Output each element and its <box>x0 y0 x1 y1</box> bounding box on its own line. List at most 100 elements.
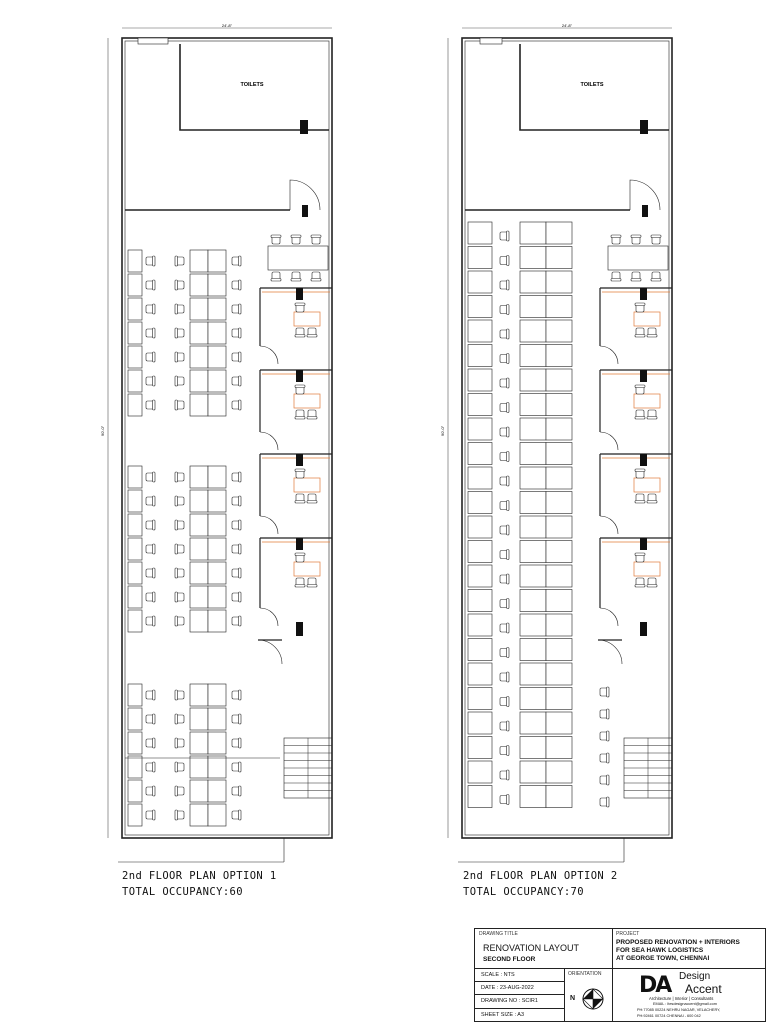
chair <box>145 689 156 701</box>
desk <box>467 662 493 686</box>
desk <box>467 515 493 539</box>
desk <box>519 711 547 735</box>
desk <box>519 540 547 563</box>
chair <box>634 552 646 563</box>
desk <box>127 513 143 537</box>
desk <box>127 561 143 585</box>
chair <box>294 552 306 563</box>
desk <box>207 561 227 585</box>
chair <box>294 327 306 338</box>
chair <box>174 785 185 797</box>
chair <box>290 234 302 245</box>
chair <box>294 468 306 479</box>
chair <box>499 598 510 609</box>
desk <box>467 393 493 416</box>
chair <box>290 271 302 282</box>
firm-tagline: Architecture | Interior | Consultants <box>649 996 714 1001</box>
chair <box>650 271 662 282</box>
chair <box>499 696 510 707</box>
chair <box>231 737 242 749</box>
desk <box>519 319 547 343</box>
chair <box>231 761 242 773</box>
chair <box>499 769 510 781</box>
drawing-subtitle: SECOND FLOOR <box>483 956 536 963</box>
chair <box>499 304 510 315</box>
plan-side-dimension: 90'-0" <box>100 425 105 436</box>
chair <box>646 409 658 420</box>
desk <box>207 273 227 297</box>
chair <box>174 327 185 339</box>
chair <box>306 409 318 420</box>
chair <box>499 279 510 291</box>
desk <box>189 731 209 755</box>
desk <box>189 537 209 561</box>
chair <box>306 493 318 504</box>
firm-name-line-1: Design <box>679 971 711 982</box>
desk <box>467 344 493 367</box>
desk <box>207 609 227 633</box>
desk <box>127 609 143 633</box>
desk <box>127 537 143 561</box>
desk <box>127 731 143 755</box>
desk <box>545 246 573 269</box>
chair <box>499 794 510 805</box>
desk <box>189 779 209 803</box>
desk <box>127 585 143 609</box>
chair <box>634 327 646 338</box>
toilets-label: TOILETS <box>580 82 603 88</box>
desk <box>127 345 143 369</box>
drawing-title: RENOVATION LAYOUT <box>483 943 580 953</box>
desk <box>519 589 547 612</box>
chair <box>599 796 610 808</box>
chair <box>145 471 156 483</box>
chair <box>634 577 646 588</box>
plan-side-dimension: 90'-0" <box>440 425 445 436</box>
workstation-desks <box>127 249 227 827</box>
desk <box>127 321 143 345</box>
chair <box>174 713 185 725</box>
chair <box>499 573 510 585</box>
desk <box>207 755 227 779</box>
chair <box>174 809 185 821</box>
chair <box>174 591 185 603</box>
chair <box>646 327 658 338</box>
chair <box>145 737 156 749</box>
chair <box>306 577 318 588</box>
scale-field: SCALE : NTS <box>475 969 564 982</box>
desk <box>189 321 209 345</box>
chair <box>599 752 610 764</box>
desk <box>189 585 209 609</box>
chair <box>294 384 306 395</box>
chair <box>499 671 510 683</box>
firm-name-line-2: Accent <box>685 982 722 996</box>
conference-table <box>267 245 329 271</box>
plan-top-dimension: 24'-8" <box>222 23 233 28</box>
project-line-2: FOR SEA HAWK LOGISTICS <box>616 947 704 954</box>
orientation-label: ORIENTATION <box>568 971 602 977</box>
chair <box>145 615 156 627</box>
desk <box>519 515 547 539</box>
chair <box>499 500 510 511</box>
desk <box>545 687 573 710</box>
chair <box>634 409 646 420</box>
desk <box>519 687 547 710</box>
chair <box>294 409 306 420</box>
firm-cell: DA Design Accent Architecture | Interior… <box>613 969 765 1022</box>
chair <box>174 255 185 267</box>
desk <box>519 736 547 759</box>
desk <box>189 609 209 633</box>
chair <box>499 426 510 438</box>
chair <box>174 303 185 315</box>
chair <box>231 543 242 555</box>
desk <box>207 393 227 417</box>
desk <box>127 779 143 803</box>
desk <box>207 345 227 369</box>
desk <box>189 273 209 297</box>
chair <box>634 384 646 395</box>
conference-table <box>607 245 669 271</box>
desk <box>189 513 209 537</box>
chair <box>145 519 156 531</box>
firm-phone-line-1: PH:77085 00224 NEHRU NAGAR, VELACHERY, <box>637 1008 721 1012</box>
desk <box>519 417 547 441</box>
north-arrow-icon <box>582 988 604 1010</box>
